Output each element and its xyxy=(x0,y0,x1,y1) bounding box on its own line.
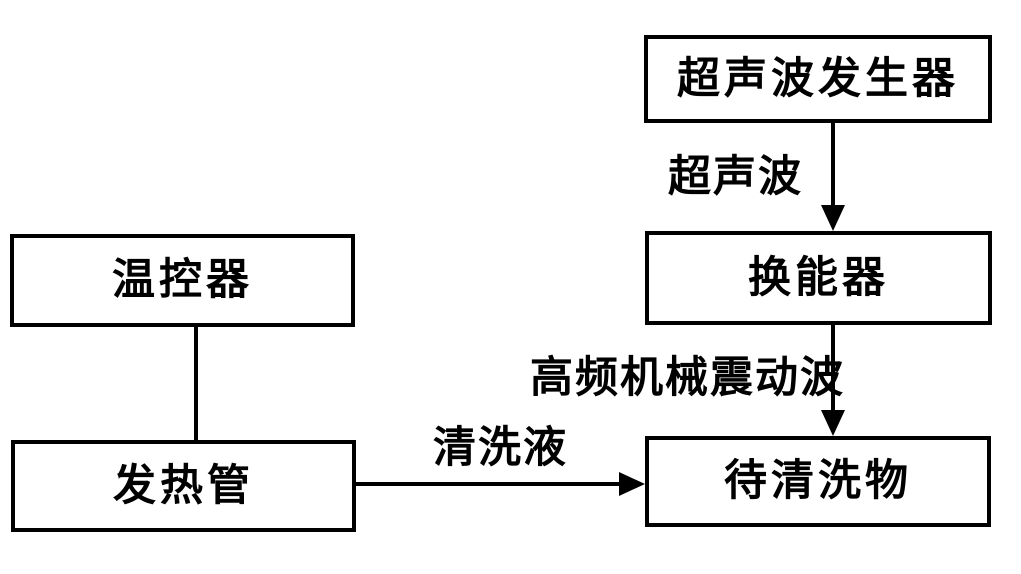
edge-label-vibration-wave: 高频机械震动波 xyxy=(530,355,845,402)
node-transducer-label: 换能器 xyxy=(748,254,889,302)
edge-heater-to-item xyxy=(356,472,645,496)
edge-label-ultrasonic-wave: 超声波 xyxy=(668,154,803,201)
node-heating-tube-label: 发热管 xyxy=(113,462,254,510)
edge-transducer-to-item xyxy=(821,325,845,436)
node-ultrasonic-generator-label: 超声波发生器 xyxy=(677,55,959,103)
arrowhead-down-icon xyxy=(821,205,845,231)
arrowhead-right-icon xyxy=(619,472,645,496)
edge-generator-to-transducer xyxy=(821,123,845,231)
node-ultrasonic-generator: 超声波发生器 xyxy=(644,35,992,123)
node-thermostat: 温控器 xyxy=(10,234,355,327)
node-heating-tube: 发热管 xyxy=(11,440,356,532)
node-transducer: 换能器 xyxy=(645,231,992,325)
node-thermostat-label: 温控器 xyxy=(112,257,253,304)
node-item-to-clean: 待清洗物 xyxy=(645,436,991,527)
edge-label-cleaning-fluid: 清洗液 xyxy=(433,425,568,472)
arrowhead-down-icon xyxy=(821,410,845,436)
node-item-to-clean-label: 待清洗物 xyxy=(724,458,912,505)
